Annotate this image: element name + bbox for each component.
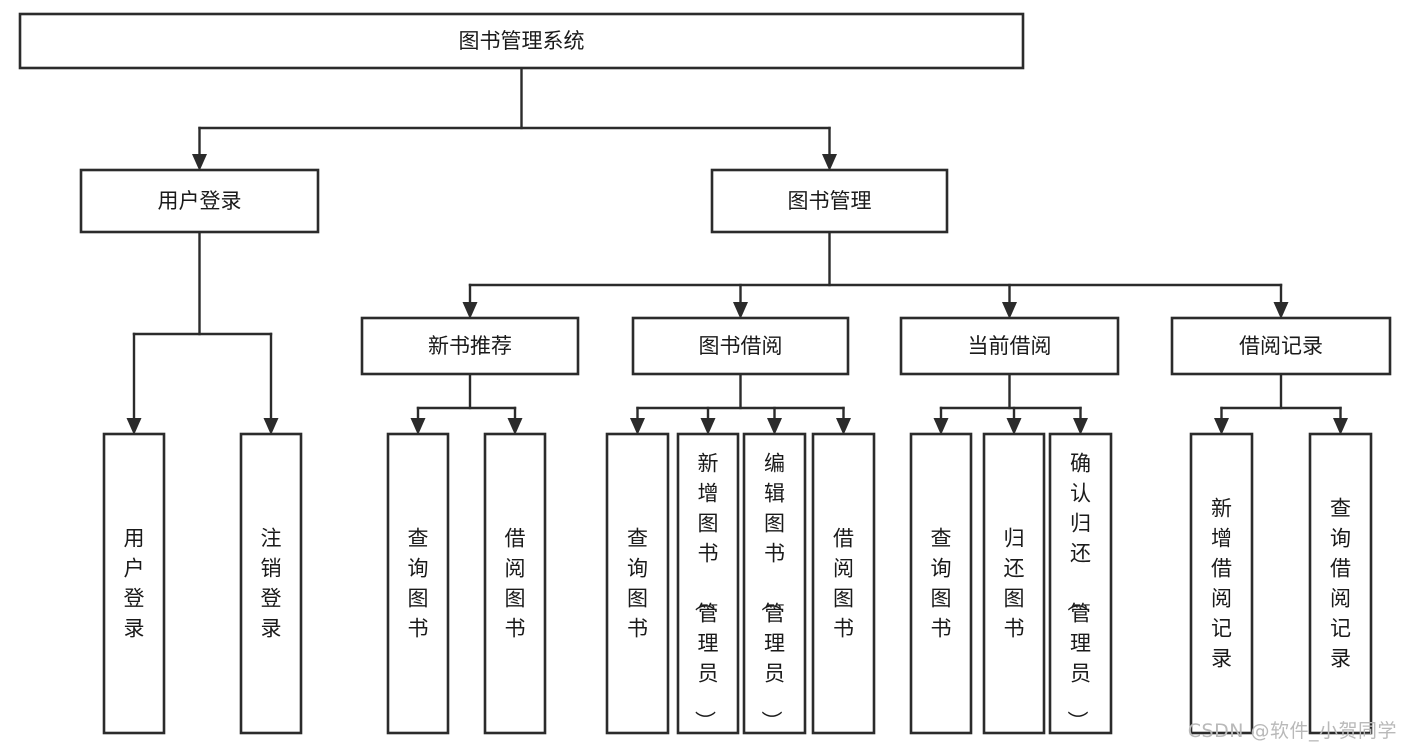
node-leaf-borrow-query[interactable]: 查询图书 — [605, 432, 670, 735]
node-leaf-rec-query2[interactable]: 查询借阅记录 — [1308, 432, 1373, 735]
node-box — [1308, 432, 1373, 735]
node-box — [899, 316, 1120, 376]
node-box — [710, 168, 949, 234]
node-box — [605, 432, 670, 735]
node-box — [79, 168, 320, 234]
node-box — [811, 432, 876, 735]
node-box — [909, 432, 973, 735]
node-label: 查询图书 — [931, 527, 952, 641]
node-leaf-cur-query[interactable]: 查询图书 — [909, 432, 973, 735]
node-label: 编辑图书（管理员） — [759, 452, 785, 732]
node-label: 确认归还（管理员） — [1065, 452, 1091, 732]
node-label: 查询借阅记录 — [1330, 497, 1351, 671]
node-box — [483, 432, 547, 735]
node-leaf-rec-add[interactable]: 新增借阅记录 — [1189, 432, 1254, 735]
node-box — [1170, 316, 1392, 376]
csdn-watermark: CSDN @软件_小贺同学 — [1187, 720, 1397, 742]
node-label: 查询图书 — [627, 527, 648, 641]
node-label: 借阅图书 — [505, 527, 526, 641]
node-box — [676, 432, 740, 735]
node-current-borrow[interactable]: 当前借阅 — [899, 316, 1120, 376]
node-leaf-borrow-edit[interactable]: 编辑图书（管理员） — [742, 432, 807, 735]
node-book-borrow[interactable]: 图书借阅 — [631, 316, 850, 376]
node-leaf-cur-return[interactable]: 归还图书 — [982, 432, 1046, 735]
node-borrow-record[interactable]: 借阅记录 — [1170, 316, 1392, 376]
node-box — [1189, 432, 1254, 735]
node-box — [386, 432, 450, 735]
node-label: 当前借阅 — [968, 334, 1052, 358]
node-leaf-rec-borrow[interactable]: 借阅图书 — [483, 432, 547, 735]
node-leaf-borrow-do[interactable]: 借阅图书 — [811, 432, 876, 735]
node-new-book-rec[interactable]: 新书推荐 — [360, 316, 580, 376]
node-box — [742, 432, 807, 735]
connector-layer — [126, 66, 1348, 435]
node-box — [360, 316, 580, 376]
node-label: 借阅图书 — [833, 527, 854, 641]
node-box — [982, 432, 1046, 735]
node-box — [102, 432, 166, 735]
node-book-manage[interactable]: 图书管理 — [710, 168, 949, 234]
node-leaf-user-logout[interactable]: 注销登录 — [239, 432, 303, 735]
node-label: 用户登录 — [124, 527, 145, 641]
node-label: 图书借阅 — [699, 334, 783, 358]
node-label: 新书推荐 — [428, 334, 512, 358]
node-leaf-rec-query[interactable]: 查询图书 — [386, 432, 450, 735]
node-label: 注销登录 — [261, 527, 282, 641]
node-root[interactable]: 图书管理系统 — [18, 12, 1025, 70]
node-label: 归还图书 — [1004, 527, 1025, 641]
node-label: 查询图书 — [408, 527, 429, 641]
node-box — [18, 12, 1025, 70]
node-user-login[interactable]: 用户登录 — [79, 168, 320, 234]
node-label: 借阅记录 — [1239, 334, 1323, 358]
node-box — [631, 316, 850, 376]
node-box — [239, 432, 303, 735]
node-label: 新增图书（管理员） — [693, 452, 719, 732]
node-leaf-user-login[interactable]: 用户登录 — [102, 432, 166, 735]
node-label: 图书管理系统 — [459, 29, 585, 53]
node-leaf-borrow-add[interactable]: 新增图书（管理员） — [676, 432, 740, 735]
node-label: 图书管理 — [788, 189, 872, 213]
node-box — [1048, 432, 1113, 735]
node-label: 用户登录 — [158, 189, 242, 213]
node-layer: 图书管理系统用户登录图书管理新书推荐图书借阅当前借阅借阅记录用户登录注销登录查询… — [18, 12, 1392, 735]
node-label: 新增借阅记录 — [1211, 497, 1232, 671]
node-leaf-cur-confirm[interactable]: 确认归还（管理员） — [1048, 432, 1113, 735]
